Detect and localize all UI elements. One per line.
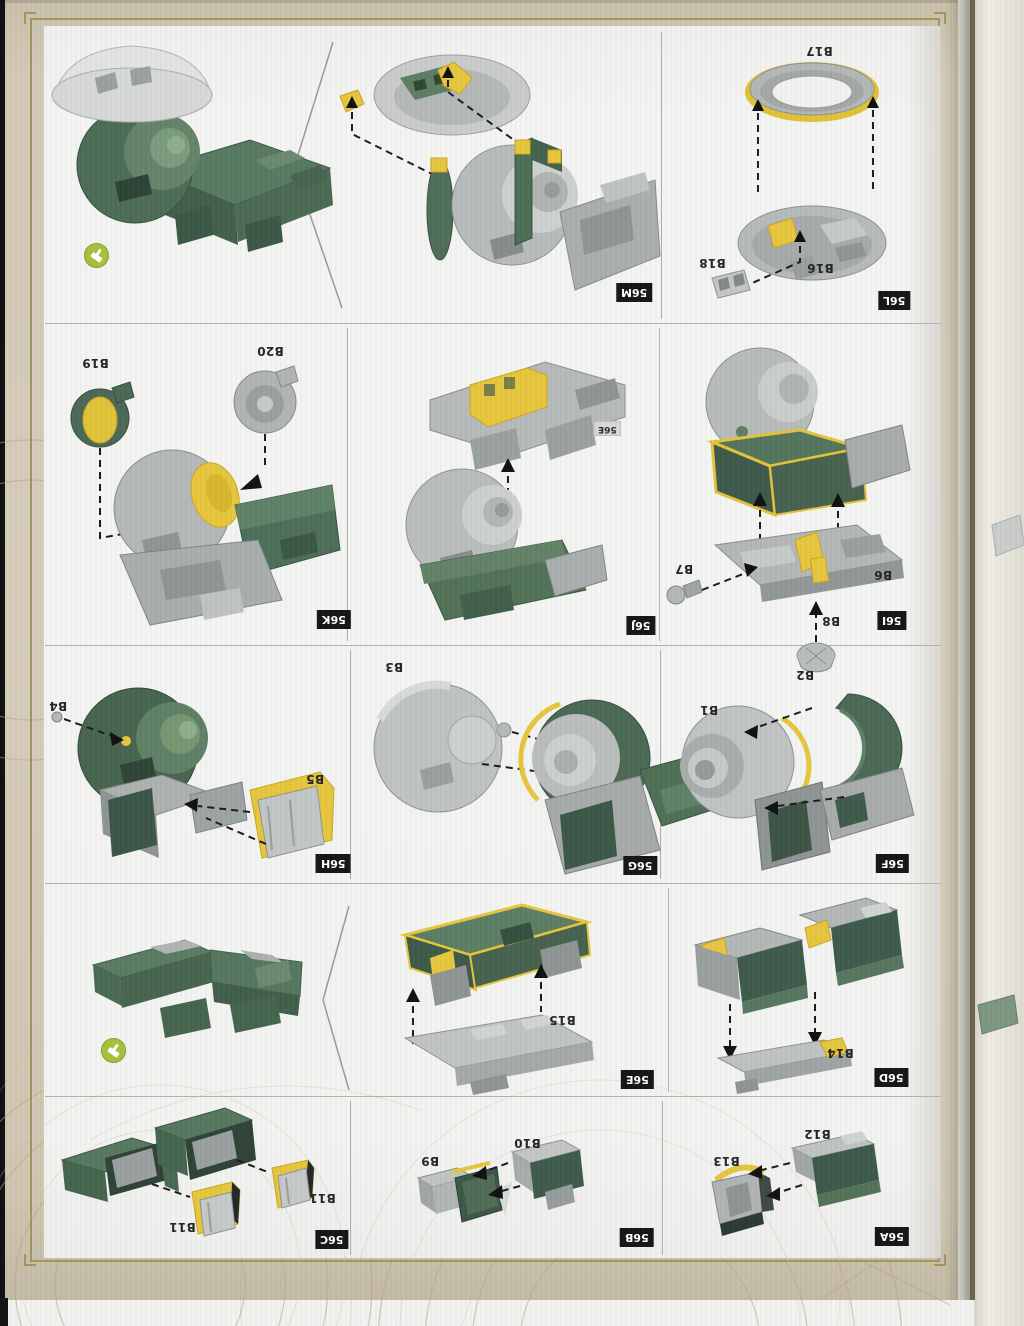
step-badge-56k: 56K <box>317 610 351 629</box>
part-label-b10: B10 <box>514 1136 541 1150</box>
panel-step-56g <box>351 646 660 882</box>
panel-step-56l <box>662 28 941 322</box>
panel-step-56d <box>669 884 941 1095</box>
part-label-b12: B12 <box>804 1127 831 1141</box>
part-label-b5: B5 <box>306 772 325 786</box>
part-label-b6: B6 <box>874 568 893 582</box>
step-badge-56g: 56G <box>623 856 658 875</box>
grid-divider-v <box>662 1101 663 1255</box>
frame-corner-ornament <box>24 1254 36 1266</box>
part-label-b9: B9 <box>421 1154 440 1168</box>
step-badge-56j: 56J <box>626 616 656 635</box>
panel-assembly-complete-top <box>44 28 344 322</box>
grid-divider-h <box>45 645 941 646</box>
part-label-b19: B19 <box>82 356 109 370</box>
step-badge-56a: 56A <box>875 1227 909 1246</box>
grid-divider-v <box>661 32 662 319</box>
page-curvature-shading <box>905 26 941 1258</box>
panel-step-56e <box>349 884 668 1095</box>
part-label-b11: B11 <box>309 1191 336 1205</box>
scan-edge-notch <box>0 1298 8 1326</box>
panel-step-56j <box>348 324 659 644</box>
panel-step-56m <box>344 28 660 322</box>
step-badge-56b: 56B <box>620 1228 654 1247</box>
panel-step-56h <box>45 646 350 882</box>
grid-divider-v <box>350 1101 351 1255</box>
part-label-b15: B15 <box>549 1013 576 1027</box>
step-badge-56i: 56I <box>877 611 907 630</box>
part-label-b11: B11 <box>169 1220 196 1234</box>
part-label-b14: B14 <box>827 1046 854 1060</box>
part-label-b17: B17 <box>806 44 833 58</box>
grid-divider-h <box>45 323 941 324</box>
part-label-b16: B16 <box>807 261 834 275</box>
panel-step-56k <box>45 324 347 644</box>
grid-divider-v <box>668 888 669 1092</box>
part-label-b1: B1 <box>700 703 719 717</box>
part-label-b18: B18 <box>699 256 726 270</box>
grid-divider-v <box>659 328 660 641</box>
step-badge-56f: 56F <box>876 854 909 873</box>
adjacent-page-sliver <box>974 0 1024 1326</box>
step-badge-56c: 56C <box>315 1230 349 1249</box>
book-gutter-line <box>970 0 974 1300</box>
step-badge-56l: 56L <box>878 291 911 310</box>
step-badge-56m: 56M <box>616 283 653 302</box>
part-label-b20: B20 <box>257 344 284 358</box>
part-label-b7: B7 <box>675 562 694 576</box>
frame-corner-ornament <box>934 1254 946 1266</box>
grid-divider-v <box>347 328 348 641</box>
subassembly-ref-badge-56e: 56E <box>594 421 621 436</box>
panel-step-56b <box>351 1097 662 1255</box>
part-label-b2: B2 <box>796 668 815 682</box>
panel-base-complete <box>45 884 348 1095</box>
grid-divider-v <box>350 650 351 879</box>
page-top-edge <box>5 0 958 3</box>
panel-step-56i <box>660 324 941 644</box>
scanner-bed-strip <box>0 1300 974 1326</box>
grid-divider-h <box>45 1096 941 1097</box>
frame-corner-ornament <box>934 12 946 24</box>
grid-divider-h <box>45 883 941 884</box>
part-label-b3: B3 <box>385 660 404 674</box>
step-badge-56e: 56E <box>621 1070 654 1089</box>
part-label-b4: B4 <box>49 699 68 713</box>
hammer-icon <box>101 1038 126 1063</box>
step-badge-56d: 56D <box>874 1068 909 1087</box>
part-label-b8: B8 <box>822 614 841 628</box>
step-badge-56h: 56H <box>316 854 351 873</box>
panel-step-56c <box>45 1097 350 1255</box>
hammer-icon <box>84 243 109 268</box>
part-label-b13: B13 <box>713 1154 740 1168</box>
frame-corner-ornament <box>24 12 36 24</box>
